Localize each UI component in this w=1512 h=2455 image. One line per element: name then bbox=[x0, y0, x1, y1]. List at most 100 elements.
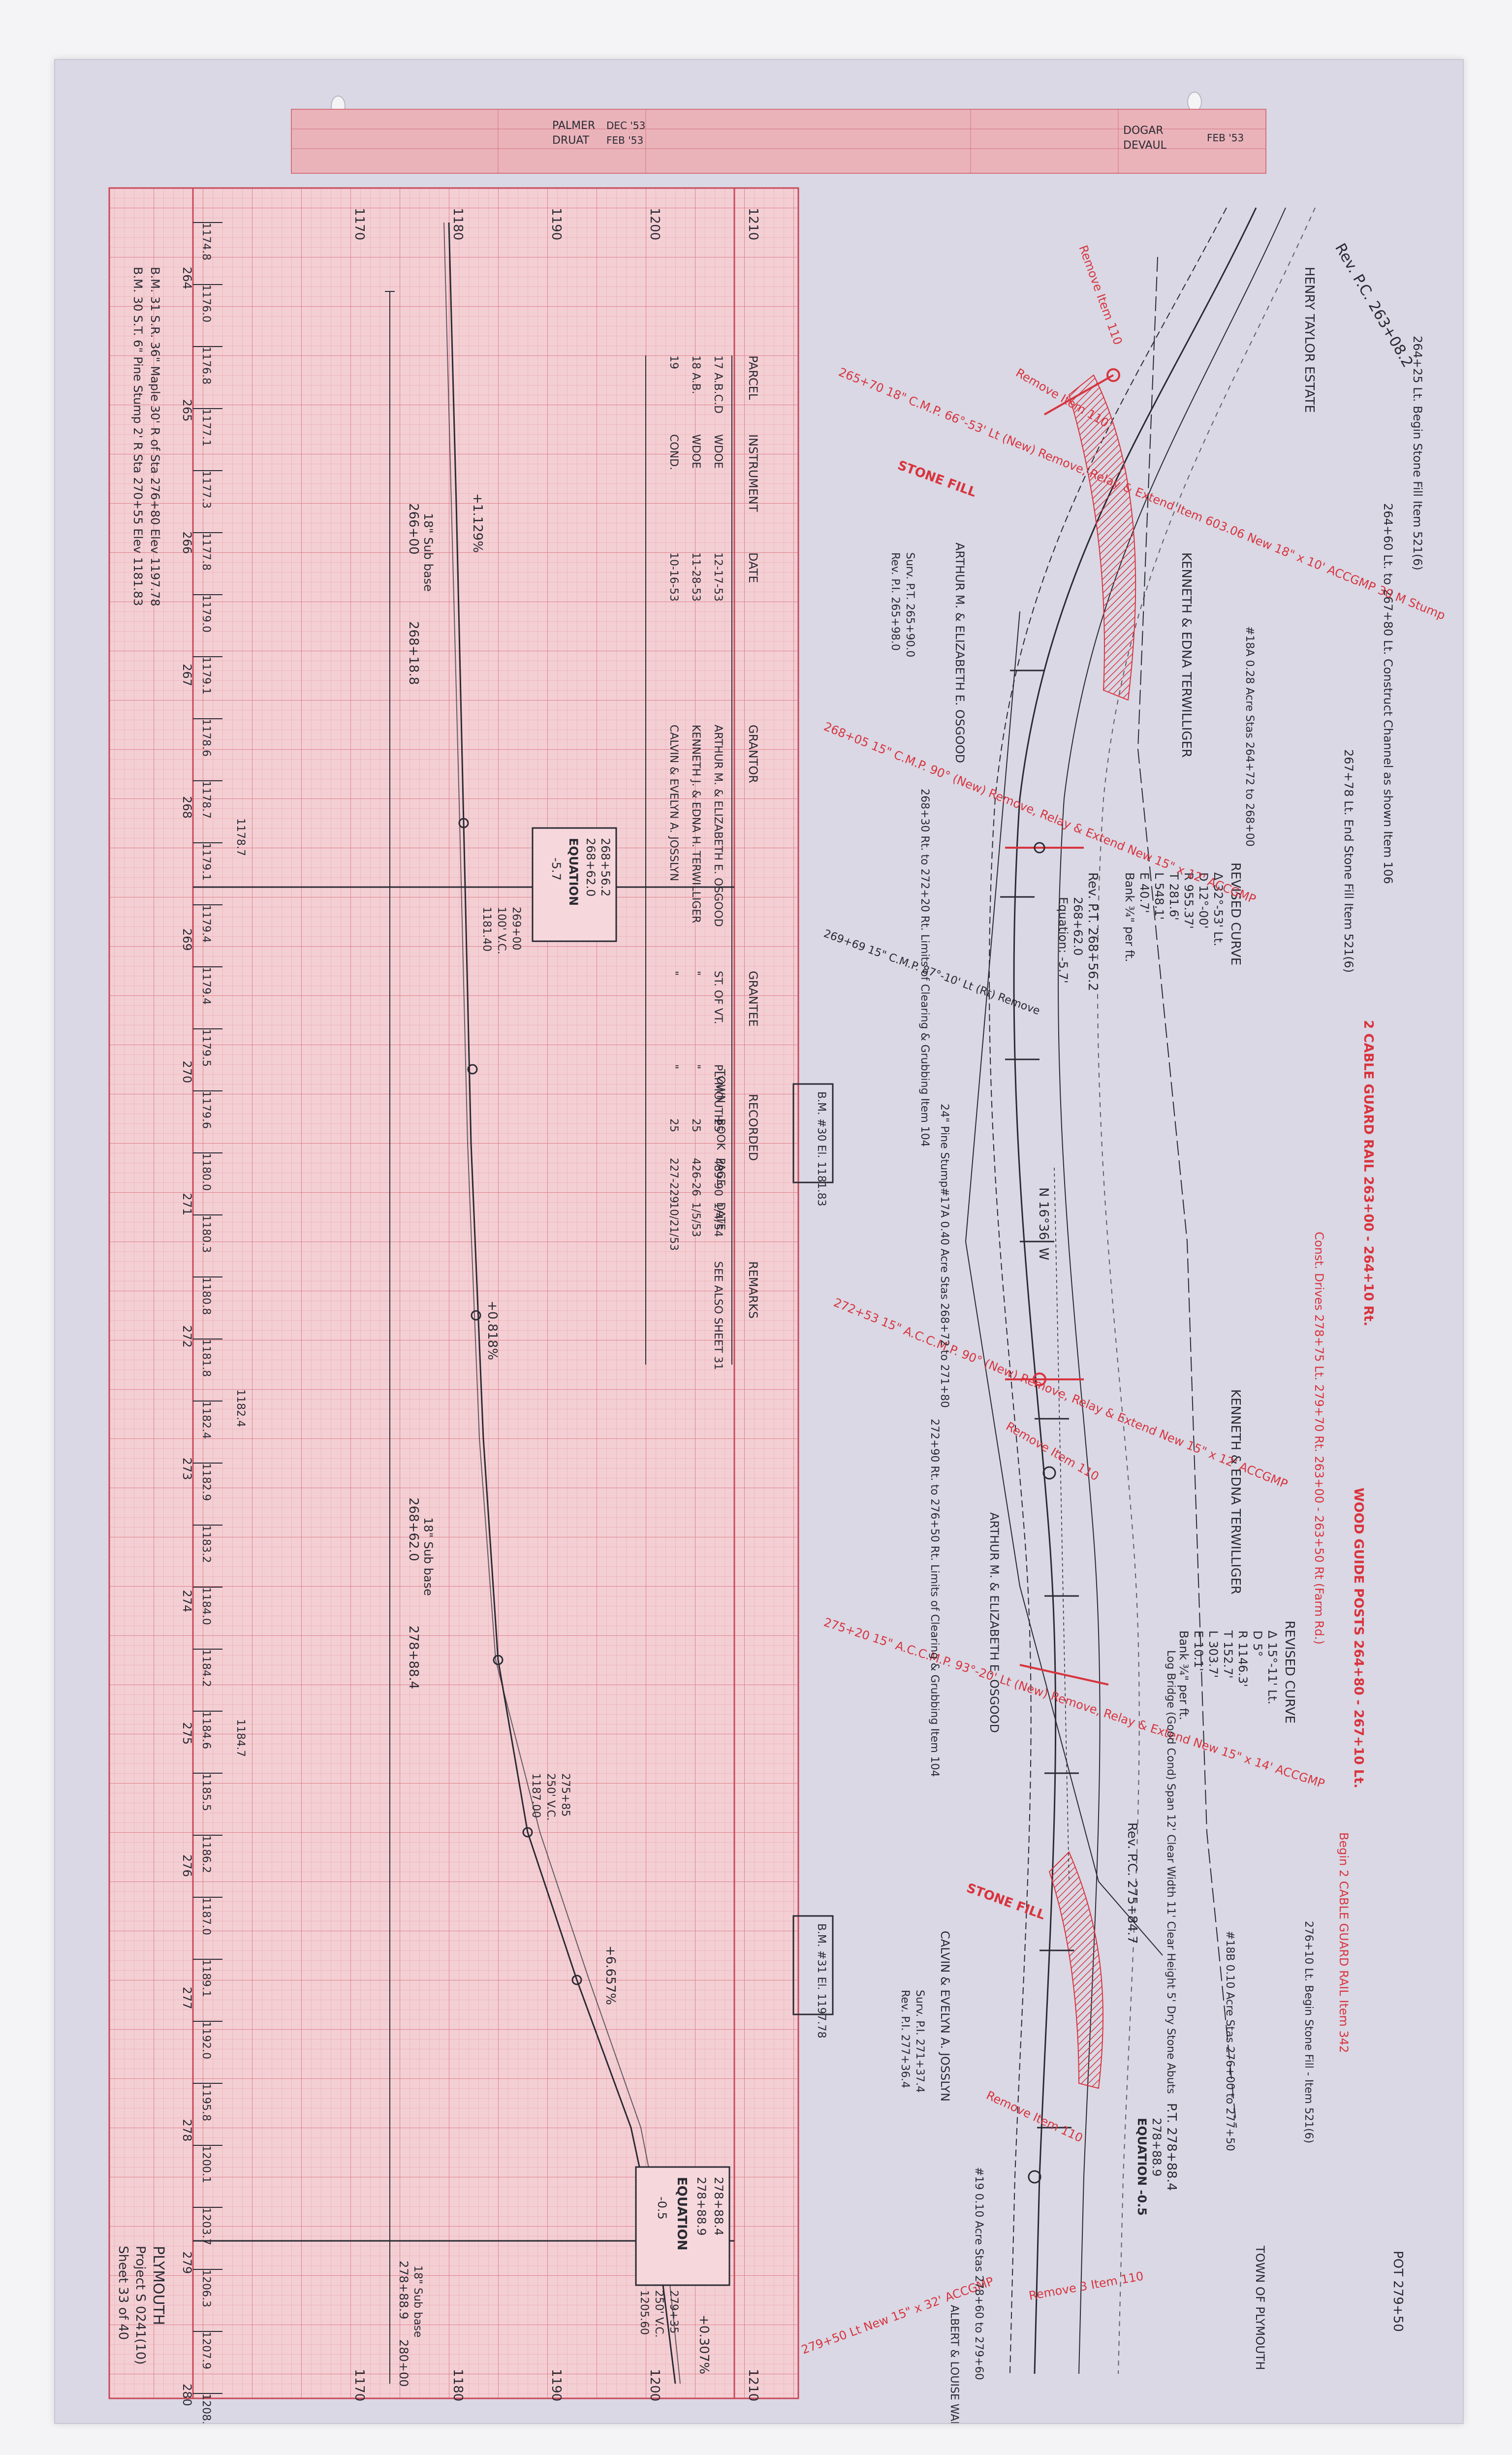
equation-box-2: 278+88.4 278+88.9 EQUATION -0.5 bbox=[635, 2166, 730, 2286]
parcel-area: #18B 0.10 Acre Stas 276+00 to 277+50 bbox=[1224, 1931, 1236, 2151]
station-label: 277 bbox=[180, 1987, 194, 2009]
surv-pi: Surv. P.I. 271+37.4 bbox=[914, 1990, 926, 2093]
eq-line: -5.7 bbox=[549, 858, 563, 881]
station-label: 265 bbox=[180, 399, 194, 422]
parcel-table: PARCEL INSTRUMENT DATE GRANTOR GRANTEE R… bbox=[645, 355, 760, 1370]
ground-elevation: 1177.3 bbox=[200, 471, 212, 509]
curve-line: L 303.7' bbox=[1206, 1630, 1220, 1678]
vc-length: 250' V.C. bbox=[653, 2290, 665, 2338]
ground-elevation: 1192.0 bbox=[200, 2021, 212, 2059]
rev-pi: Rev. P.I. 265+98.0 bbox=[889, 552, 901, 651]
remove-item: Remove 3 Item 110 bbox=[1028, 2269, 1144, 2303]
curve-line: D 12°-00' bbox=[1197, 872, 1210, 928]
equation: EQUATION -0.5 bbox=[1135, 2118, 1149, 2216]
note: 264+60 Lt. to 267+80 Lt. Construct Chann… bbox=[1381, 503, 1395, 884]
subbase-notes: 266+00 268+18.8 18" Sub base 268+62.0 27… bbox=[397, 503, 435, 2387]
parcel-cell: PLYMOUTH bbox=[712, 1064, 724, 1122]
plan-misc-notes: #18A 0.28 Acre Stas 264+72 to 268+00 #17… bbox=[889, 552, 1256, 2380]
stone-fill-note: 276+10 Lt. Begin Stone Fill - Item 521(6… bbox=[1302, 1921, 1315, 2143]
parcel-header: GRANTOR bbox=[746, 725, 760, 783]
elev-tick: 1170 bbox=[352, 208, 367, 240]
checked-by: DRUAT bbox=[552, 134, 590, 147]
station-label: 276 bbox=[180, 1854, 194, 1877]
recorded-subheader: BOOK bbox=[714, 1118, 726, 1150]
ground-elevations: 1174.81176.01176.81177.11177.31177.81179… bbox=[193, 222, 222, 2423]
owner-name: KENNETH & EDNA TERWILLIGER bbox=[1179, 552, 1194, 758]
parcel-cell: 227-229 bbox=[667, 1158, 680, 1203]
curve-title: REVISED CURVE bbox=[1282, 1621, 1297, 1723]
station-label: 272 bbox=[180, 1325, 194, 1348]
bm-box-30: B.M. #30 El. 1181.83 bbox=[792, 1083, 834, 1206]
revised-curve-2: REVISED CURVE Δ 15°-11' Lt. D 5° R 1146.… bbox=[1177, 1621, 1297, 1723]
ground-elevation: 1184.0 bbox=[200, 1587, 212, 1625]
curve-line: R 955.37' bbox=[1182, 872, 1196, 929]
ground-elevation: 1180.8 bbox=[200, 1277, 212, 1315]
ground-elevation: 1182.4 bbox=[200, 1401, 212, 1439]
subbase-end: 278+88.4 bbox=[406, 1626, 421, 1689]
curve-line: Bank ¾" per ft. bbox=[1177, 1630, 1191, 1720]
clearing-note: 272+90 Rt. to 276+50 Rt. Limits of Clear… bbox=[928, 1419, 941, 1777]
ground-elevation: 1195.8 bbox=[200, 2083, 212, 2121]
culvert-note: 269+69 15" C.M.P. 87°-10' Lt (Rt) Remove bbox=[822, 927, 1041, 1018]
elev-tick: 1180 bbox=[450, 208, 465, 240]
subbase-end: 280+00 bbox=[397, 2339, 410, 2387]
subbase-start: 268+62.0 bbox=[406, 1498, 421, 1561]
subbase-start: 266+00 bbox=[406, 503, 421, 555]
curve-line: Δ 32°-53' Lt. bbox=[1211, 872, 1225, 946]
bm-label: B.M. #30 El. 1181.83 bbox=[815, 1091, 827, 1206]
ground-elevation: 1207.9 bbox=[200, 2331, 212, 2369]
ground-elevation: 1184.6 bbox=[200, 1711, 212, 1749]
elev-tick: 1210 bbox=[746, 2369, 760, 2401]
guide-posts-note: WOOD GUIDE POSTS 264+80 - 267+10 Lt. bbox=[1351, 1488, 1366, 1788]
parcel-cell: 1/5/53 bbox=[690, 1202, 702, 1237]
station-label: 274 bbox=[180, 1590, 194, 1613]
rev-pt-2: 268+62.0 bbox=[1071, 897, 1085, 956]
town-name: PLYMOUTH bbox=[150, 2246, 167, 2325]
rev-pt-2: 278+88.9 bbox=[1150, 2118, 1164, 2176]
remove-item: Remove Item 110 bbox=[984, 2088, 1085, 2145]
eq-line: 268+56.2 bbox=[598, 838, 612, 896]
culvert-note: 265+70 18" C.M.P. 66°-53' Lt (New) Remov… bbox=[837, 365, 1448, 623]
elev-tick: 1200 bbox=[647, 208, 662, 240]
owner-name: ARTHUR M. & ELIZABETH E. OSGOOD bbox=[953, 542, 967, 763]
parcel-cell: 25 bbox=[667, 1118, 680, 1132]
equation-box-1: 268+56.2 268+62.0 EQUATION -5.7 bbox=[459, 827, 617, 942]
station-label: 275 bbox=[180, 1722, 194, 1745]
owner-name: ALBERT & LOUISE WARD bbox=[948, 2305, 960, 2423]
date-checked: FEB '53 bbox=[606, 134, 643, 146]
owner-name: KENNETH & EDNA TERWILLIGER bbox=[1228, 1389, 1243, 1594]
ground-elevation: 1206.3 bbox=[200, 2269, 212, 2307]
eq-line: 268+62.0 bbox=[584, 838, 598, 896]
pot: POT 279+50 bbox=[1390, 2251, 1405, 2332]
date-drawn: DEC '53 bbox=[606, 120, 645, 131]
station-label: 266 bbox=[180, 532, 194, 554]
date-right: FEB '53 bbox=[1207, 132, 1244, 144]
project-number: Project S 0241(10) bbox=[133, 2246, 148, 2365]
ground-elevation: 1178.7 bbox=[200, 781, 212, 819]
parcel-area: #17A 0.40 Acre Stas 268+72 to 271+80 bbox=[938, 1187, 950, 1408]
parcel-cell: KENNETH J. & EDNA H. TERWILLIGER bbox=[690, 725, 702, 923]
ground-elevation: 1184.2 bbox=[200, 1649, 212, 1687]
right-notes: 264+25 Lt. Begin Stone Fill Item 521(6) … bbox=[1302, 336, 1424, 2143]
eq-line: EQUATION bbox=[567, 838, 580, 906]
ground-elevation: 1177.8 bbox=[200, 533, 212, 571]
station-label: 264 bbox=[180, 267, 194, 289]
guard-rail-note: 2 CABLE GUARD RAIL 263+00 - 264+10 Rt. bbox=[1361, 1020, 1376, 1326]
vertical-curve-labels: 269+00 100' V.C. 1181.40 275+85 250' V.C… bbox=[480, 907, 680, 2338]
vc-elev: 1181.40 bbox=[480, 907, 493, 952]
ground-elevation: 1182.9 bbox=[200, 1463, 212, 1501]
parcel-area: #19 0.10 Acre Stas 278+60 to 279+60 bbox=[973, 2167, 985, 2380]
equation: Equation: -5.7' bbox=[1056, 897, 1070, 983]
drawing-sheet: PALMER DRUAT DEC '53 FEB '53 DOGAR DEVAU… bbox=[54, 59, 1464, 2424]
profile-panel bbox=[108, 187, 799, 2399]
parcel-header: RECORDED bbox=[746, 1094, 760, 1161]
parcel-cell: " bbox=[667, 1064, 680, 1069]
station-label: 273 bbox=[180, 1458, 194, 1480]
parcel-header: REMARKS bbox=[746, 1261, 760, 1319]
parcel-header: INSTRUMENT bbox=[746, 434, 760, 512]
ground-elevation: 1183.2 bbox=[200, 1525, 212, 1563]
station-label: 268 bbox=[180, 796, 194, 819]
drawn-by: PALMER bbox=[552, 120, 595, 132]
bearing: N 16°36' W bbox=[1036, 1187, 1051, 1260]
plan-view bbox=[965, 207, 1316, 2374]
